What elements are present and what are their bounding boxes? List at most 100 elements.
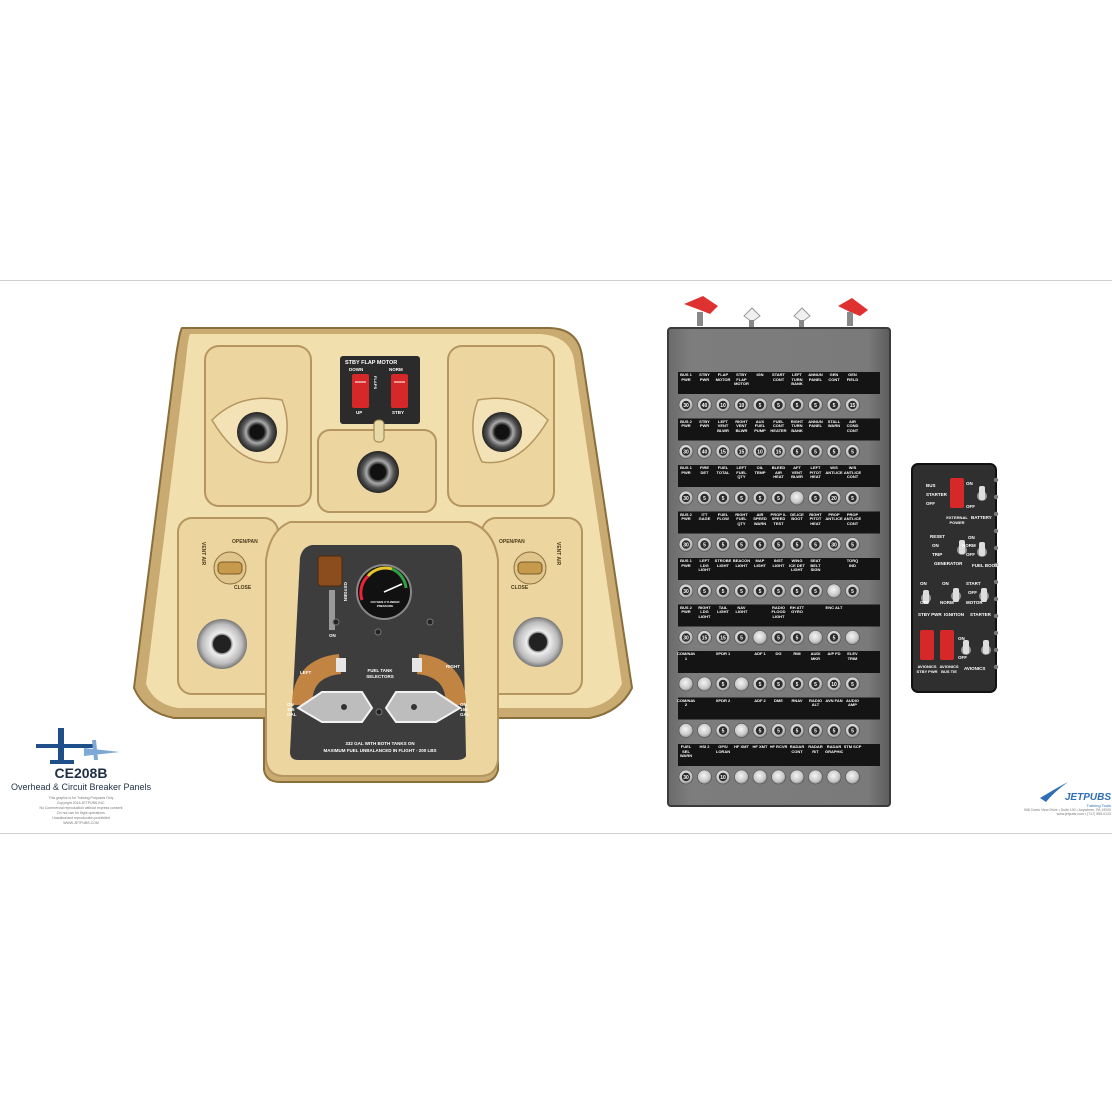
vent-air-right-knob[interactable] bbox=[513, 551, 547, 585]
left-fuel-selector[interactable] bbox=[296, 691, 374, 723]
circuit-breaker[interactable] bbox=[734, 676, 749, 692]
circuit-breaker-button[interactable] bbox=[678, 676, 694, 692]
circuit-breaker[interactable]: 15 bbox=[845, 397, 860, 413]
circuit-breaker[interactable]: 5 bbox=[697, 490, 712, 506]
circuit-breaker[interactable]: 5 bbox=[808, 537, 823, 552]
circuit-breaker[interactable]: 30 bbox=[678, 397, 694, 413]
circuit-breaker[interactable] bbox=[845, 630, 860, 645]
circuit-breaker[interactable]: 30 bbox=[678, 490, 694, 506]
cb-top-red-handle-left[interactable] bbox=[684, 296, 718, 326]
circuit-breaker[interactable]: 5 bbox=[808, 676, 823, 692]
circuit-breaker[interactable]: 5 bbox=[734, 490, 749, 506]
lower-right-vent[interactable] bbox=[513, 617, 563, 667]
circuit-breaker[interactable]: 5 bbox=[826, 630, 842, 645]
circuit-breaker[interactable] bbox=[697, 769, 712, 785]
circuit-breaker[interactable]: 5 bbox=[826, 444, 842, 459]
circuit-breaker-button[interactable] bbox=[752, 769, 768, 785]
circuit-breaker[interactable]: 5 bbox=[715, 723, 731, 738]
circuit-breaker-button[interactable] bbox=[845, 630, 860, 645]
oxygen-lever[interactable] bbox=[317, 555, 343, 587]
center-eyeball-vent[interactable] bbox=[357, 451, 399, 493]
circuit-breaker[interactable] bbox=[678, 723, 694, 738]
circuit-breaker[interactable] bbox=[845, 769, 860, 785]
circuit-breaker[interactable]: 30 bbox=[678, 537, 694, 552]
cb-top-white-knob-1[interactable] bbox=[743, 307, 761, 329]
circuit-breaker-button[interactable] bbox=[826, 769, 842, 785]
circuit-breaker-button[interactable] bbox=[771, 769, 786, 785]
circuit-breaker[interactable]: 5 bbox=[826, 723, 842, 738]
circuit-breaker-button[interactable] bbox=[789, 490, 805, 506]
circuit-breaker[interactable]: 5 bbox=[808, 490, 823, 506]
circuit-breaker[interactable]: 30 bbox=[826, 537, 842, 552]
circuit-breaker[interactable]: 5 bbox=[789, 397, 805, 413]
circuit-breaker[interactable]: 5 bbox=[771, 723, 786, 738]
circuit-breaker[interactable] bbox=[734, 723, 749, 738]
circuit-breaker[interactable]: 5 bbox=[808, 723, 823, 738]
starter-switch[interactable] bbox=[950, 478, 964, 508]
circuit-breaker[interactable]: 5 bbox=[808, 444, 823, 459]
circuit-breaker[interactable]: 5 bbox=[845, 583, 860, 599]
circuit-breaker[interactable]: 5 bbox=[789, 723, 805, 738]
flap-norm-switch[interactable] bbox=[391, 374, 408, 408]
circuit-breaker[interactable] bbox=[697, 676, 712, 692]
flap-down-switch[interactable] bbox=[352, 374, 369, 408]
circuit-breaker[interactable]: 5 bbox=[715, 537, 731, 552]
circuit-breaker[interactable]: 5 bbox=[771, 397, 786, 413]
circuit-breaker[interactable]: 40 bbox=[697, 444, 712, 459]
circuit-breaker-button[interactable] bbox=[734, 769, 749, 785]
avionics-toggle-2[interactable] bbox=[981, 640, 991, 655]
circuit-breaker[interactable]: 5 bbox=[845, 490, 860, 506]
circuit-breaker-button[interactable] bbox=[808, 630, 823, 645]
circuit-breaker[interactable]: 5 bbox=[715, 490, 731, 506]
circuit-breaker[interactable]: 5 bbox=[789, 444, 805, 459]
circuit-breaker[interactable]: 5 bbox=[752, 397, 768, 413]
circuit-breaker[interactable]: 5 bbox=[752, 537, 768, 552]
circuit-breaker[interactable]: 5 bbox=[789, 630, 805, 645]
avionics-bus-tie-switch[interactable] bbox=[940, 630, 954, 660]
lower-left-vent[interactable] bbox=[197, 619, 247, 669]
circuit-breaker[interactable]: 15 bbox=[734, 444, 749, 459]
circuit-breaker-button[interactable] bbox=[845, 769, 860, 785]
circuit-breaker[interactable] bbox=[808, 630, 823, 645]
circuit-breaker-button[interactable] bbox=[697, 769, 712, 785]
circuit-breaker-button[interactable] bbox=[752, 630, 768, 645]
circuit-breaker[interactable]: 5 bbox=[715, 583, 731, 599]
circuit-breaker[interactable]: 15 bbox=[771, 444, 786, 459]
circuit-breaker[interactable] bbox=[678, 676, 694, 692]
circuit-breaker[interactable]: 5 bbox=[845, 723, 860, 738]
circuit-breaker[interactable] bbox=[789, 769, 805, 785]
circuit-breaker[interactable]: 5 bbox=[845, 537, 860, 552]
starter-toggle[interactable] bbox=[979, 588, 989, 602]
circuit-breaker[interactable]: 5 bbox=[808, 397, 823, 413]
circuit-breaker-button[interactable] bbox=[808, 769, 823, 785]
circuit-breaker[interactable]: 30 bbox=[678, 769, 694, 785]
circuit-breaker[interactable]: 10 bbox=[715, 769, 731, 785]
circuit-breaker[interactable]: 15 bbox=[715, 630, 731, 645]
circuit-breaker[interactable]: 5 bbox=[808, 583, 823, 599]
circuit-breaker[interactable]: 5 bbox=[771, 537, 786, 552]
circuit-breaker[interactable]: 5 bbox=[771, 490, 786, 506]
circuit-breaker[interactable]: 30 bbox=[678, 583, 694, 599]
circuit-breaker[interactable] bbox=[826, 583, 842, 599]
circuit-breaker[interactable]: 5 bbox=[752, 723, 768, 738]
circuit-breaker[interactable]: 5 bbox=[845, 676, 860, 692]
circuit-breaker[interactable]: 5 bbox=[697, 537, 712, 552]
circuit-breaker-button[interactable] bbox=[734, 676, 749, 692]
ignition-toggle[interactable] bbox=[951, 588, 961, 602]
circuit-breaker[interactable] bbox=[789, 490, 805, 506]
circuit-breaker[interactable]: 5 bbox=[789, 537, 805, 552]
battery-toggle[interactable] bbox=[977, 486, 987, 501]
circuit-breaker[interactable]: 10 bbox=[752, 444, 768, 459]
circuit-breaker[interactable]: 10 bbox=[826, 676, 842, 692]
right-eyeball-vent[interactable] bbox=[472, 397, 549, 464]
circuit-breaker-button[interactable] bbox=[697, 723, 712, 738]
circuit-breaker[interactable]: 5 bbox=[845, 444, 860, 459]
circuit-breaker[interactable] bbox=[697, 723, 712, 738]
circuit-breaker[interactable]: 10 bbox=[734, 397, 749, 413]
circuit-breaker-button[interactable] bbox=[734, 723, 749, 738]
circuit-breaker[interactable]: 15 bbox=[697, 630, 712, 645]
fuel-boost-toggle[interactable] bbox=[977, 542, 987, 557]
circuit-breaker[interactable]: 30 bbox=[678, 630, 694, 645]
circuit-breaker[interactable]: 5 bbox=[826, 397, 842, 413]
circuit-breaker[interactable]: 5 bbox=[771, 583, 786, 599]
